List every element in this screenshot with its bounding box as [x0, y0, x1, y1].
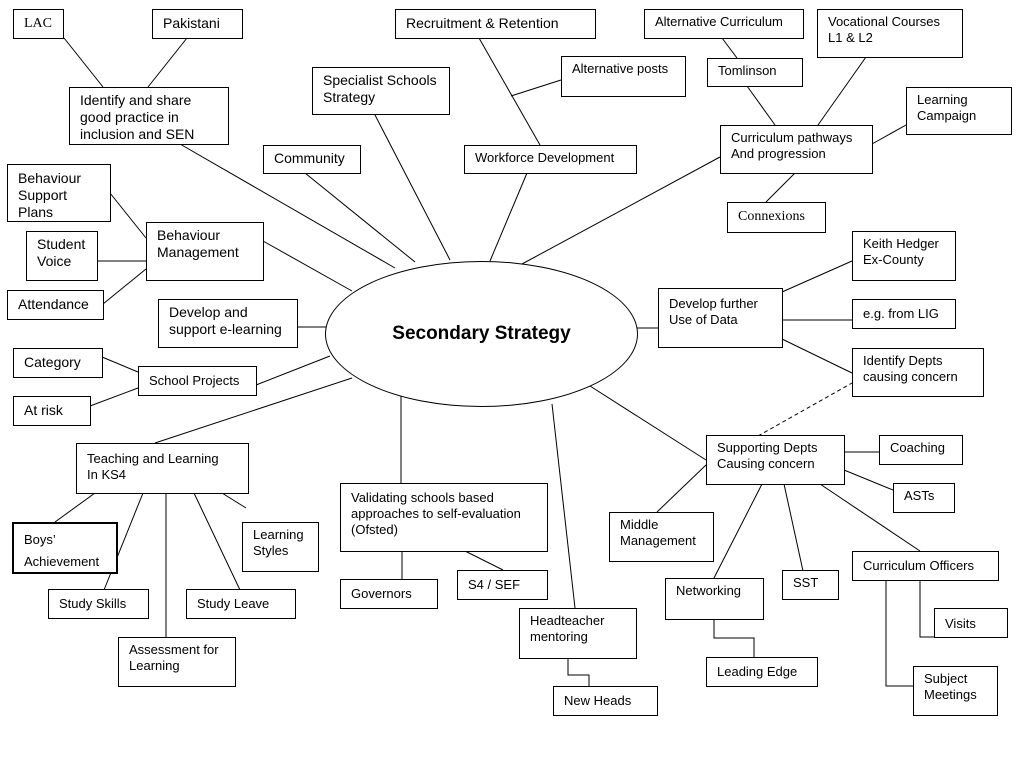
node-school-projects: School Projects — [138, 366, 257, 396]
connector — [478, 37, 541, 146]
connector — [179, 143, 396, 269]
node-at-risk: At risk — [13, 396, 91, 426]
node-supporting-depts: Supporting Depts Causing concern — [706, 435, 845, 485]
connector — [54, 492, 96, 523]
node-subject-meetings: Subject Meetings — [913, 666, 998, 716]
connector — [102, 268, 147, 305]
node-governors: Governors — [340, 579, 438, 609]
node-learning-styles: Learning Styles — [242, 522, 319, 572]
connector — [783, 483, 804, 572]
node-keith-hedger: Keith Hedger Ex-County — [852, 231, 956, 281]
node-sst: SST — [782, 570, 839, 600]
connector — [871, 124, 907, 145]
connector — [147, 37, 188, 88]
node-asts: ASTs — [893, 483, 955, 513]
connector — [746, 85, 776, 126]
connector — [193, 492, 241, 591]
node-behaviour-support-plans: Behaviour Support Plans — [7, 164, 111, 222]
node-workforce-development: Workforce Development — [464, 145, 637, 174]
connector — [819, 483, 921, 552]
connector — [765, 172, 796, 203]
node-lac: LAC — [13, 9, 64, 39]
node-coaching: Coaching — [879, 435, 963, 465]
connector — [843, 469, 894, 491]
node-specialist-schools-strategy: Specialist Schools Strategy — [312, 67, 450, 115]
node-study-leave: Study Leave — [186, 589, 296, 619]
node-attendance: Attendance — [7, 290, 104, 320]
connector — [885, 580, 913, 687]
connector — [721, 37, 738, 59]
node-headteacher-mentoring: Headteacher mentoring — [519, 608, 637, 659]
connector — [781, 338, 853, 374]
node-develop-elearning: Develop and support e-learning — [158, 299, 298, 348]
node-new-heads: New Heads — [553, 686, 658, 716]
connector — [255, 355, 331, 386]
connector — [521, 156, 721, 265]
node-pakistani: Pakistani — [152, 9, 243, 39]
node-vocational-courses: Vocational Courses L1 & L2 — [817, 9, 963, 58]
connector — [109, 192, 147, 239]
connector — [567, 658, 590, 686]
node-boys-achievement: Boys’ Achievement — [12, 522, 118, 574]
node-category: Category — [13, 348, 103, 378]
connector — [262, 240, 353, 292]
connector — [464, 550, 504, 571]
connector — [374, 114, 451, 261]
connector — [817, 56, 867, 126]
connector — [489, 172, 528, 262]
node-lig: e.g. from LIG — [852, 299, 956, 329]
connector — [757, 382, 853, 437]
node-alternative-curriculum: Alternative Curriculum — [644, 9, 804, 39]
node-student-voice: Student Voice — [26, 231, 98, 281]
node-validating-schools: Validating schools based approaches to s… — [340, 483, 548, 552]
connector — [919, 580, 934, 638]
center-node: Secondary Strategy — [325, 261, 638, 407]
node-curriculum-officers: Curriculum Officers — [852, 551, 999, 581]
node-community: Community — [263, 145, 361, 174]
node-assessment-for-learning: Assessment for Learning — [118, 637, 236, 687]
node-study-skills: Study Skills — [48, 589, 149, 619]
node-networking: Networking — [665, 578, 764, 620]
connector — [63, 37, 104, 88]
node-develop-further-use-of-data: Develop further Use of Data — [658, 288, 783, 348]
node-identify-depts: Identify Depts causing concern — [852, 348, 984, 397]
node-leading-edge: Leading Edge — [706, 657, 818, 687]
node-identify-share-good-practice: Identify and share good practice in incl… — [69, 87, 229, 145]
node-learning-campaign: Learning Campaign — [906, 87, 1012, 135]
connector — [656, 464, 707, 513]
connector — [89, 387, 139, 407]
node-s4-sef: S4 / SEF — [457, 570, 548, 600]
node-curriculum-pathways: Curriculum pathways And progression — [720, 125, 873, 174]
connector — [304, 172, 416, 263]
node-connexions: Connexions — [727, 202, 826, 233]
node-behaviour-management: Behaviour Management — [146, 222, 264, 281]
connector — [781, 260, 853, 293]
connector — [510, 79, 562, 97]
connector — [221, 492, 247, 509]
connector — [154, 377, 353, 444]
node-recruitment-retention: Recruitment & Retention — [395, 9, 596, 39]
connector — [589, 385, 707, 461]
connector — [551, 403, 576, 609]
node-teaching-learning-ks4: Teaching and Learning In KS4 — [76, 443, 249, 494]
connector — [713, 483, 763, 579]
node-middle-management: Middle Management — [609, 512, 714, 562]
node-visits: Visits — [934, 608, 1008, 638]
connector — [713, 620, 755, 657]
connector — [101, 356, 139, 373]
node-alternative-posts: Alternative posts — [561, 56, 686, 97]
node-tomlinson: Tomlinson — [707, 58, 803, 87]
